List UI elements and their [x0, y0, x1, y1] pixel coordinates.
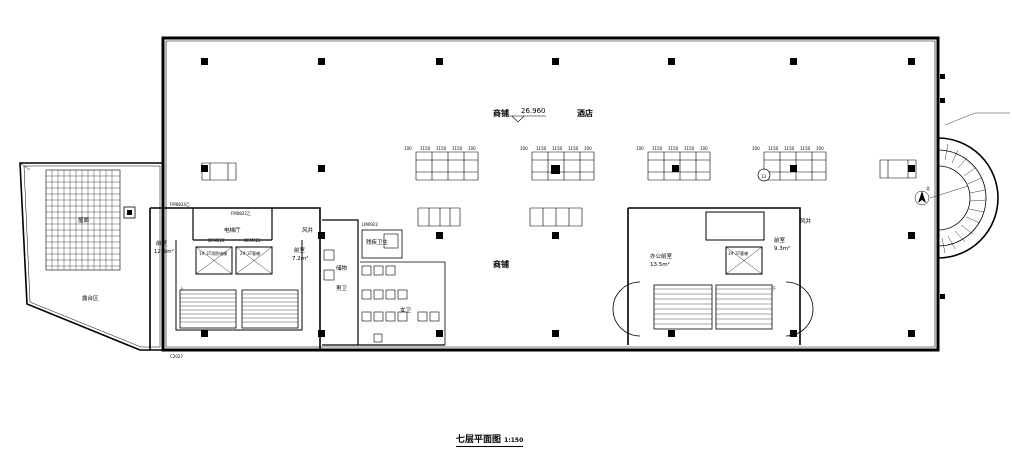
- toilet-fixtures: [323, 233, 440, 343]
- label-fire-room-left-area: 12.5m²: [154, 248, 174, 255]
- label-fire-room-right: 前室: [774, 236, 786, 244]
- drawing-scale: 1:150: [504, 437, 524, 444]
- label-elevator-lobby: 电梯厅: [224, 226, 241, 234]
- label-plenum-right: 风井: [800, 217, 812, 225]
- label-male-wc: 男卫: [336, 285, 348, 292]
- label-shops-north: 商铺: [493, 108, 509, 118]
- label-terrace: 屋面: [78, 217, 90, 224]
- label-fire-room-mid: 前室: [294, 246, 306, 254]
- label-accessible-wc: 残疾卫生: [366, 238, 389, 246]
- svg-text:1150: 1150: [436, 146, 447, 151]
- svg-text:1150: 1150: [568, 146, 579, 151]
- core-walls: [149, 207, 814, 350]
- svg-text:100: 100: [468, 146, 476, 151]
- svg-text:1150: 1150: [420, 146, 431, 151]
- svg-text:100: 100: [520, 146, 528, 151]
- drawing-title-text: 七层平面图: [456, 435, 502, 445]
- tag-door-fmj: FM0822乙: [231, 210, 251, 216]
- tag-door-fm: FM0824乙: [170, 201, 190, 207]
- drawing-title: 七层平面图 1:150: [456, 432, 524, 447]
- svg-text:100: 100: [404, 146, 412, 151]
- label-female-wc: 女卫: [400, 306, 412, 314]
- terrace-small-box: [123, 206, 136, 219]
- label-fire-room-right-area: 9.3m²: [774, 245, 790, 252]
- terrace-grid: [46, 170, 120, 270]
- label-storage: 储物: [336, 264, 348, 272]
- svg-text:1150: 1150: [668, 146, 679, 151]
- north-note: 北: [926, 185, 930, 191]
- label-lm-tag: LM0922: [362, 222, 378, 227]
- tag-room-small-2: DEM322: [244, 238, 261, 243]
- shop-module-row: [201, 151, 917, 227]
- svg-text:1150: 1150: [452, 146, 463, 151]
- svg-text:100: 100: [584, 146, 592, 151]
- svg-text:100: 100: [636, 146, 644, 151]
- north-arrow: [914, 190, 930, 206]
- module-dimension-text: 100 1150 1150 1150 100 100 1150 1150 1150 100 10…: [404, 146, 824, 151]
- svg-text:1150: 1150: [800, 146, 811, 151]
- stair-up-note: 上: [180, 285, 184, 291]
- tag-elevator-1: 1# 3T消防电梯: [199, 250, 227, 256]
- svg-text:1150: 1150: [536, 146, 547, 151]
- tag-window: C2027: [170, 354, 183, 359]
- svg-text:1150: 1150: [552, 146, 563, 151]
- svg-text:1150: 1150: [684, 146, 695, 151]
- structural-columns: [201, 58, 945, 337]
- tag-elevator-2: 2# 3T客梯: [240, 250, 260, 256]
- svg-text:1150: 1150: [784, 146, 795, 151]
- exterior-wall: [161, 36, 940, 352]
- stair-treads: [180, 288, 772, 325]
- label-shops-center: 商铺: [493, 259, 509, 269]
- label-office-right: 办公前室: [650, 252, 673, 260]
- grid-circle-number: 13: [761, 174, 767, 179]
- svg-text:100: 100: [816, 146, 824, 151]
- svg-text:100: 100: [752, 146, 760, 151]
- grid-circle-marker: [757, 168, 771, 182]
- terrace-area: [19, 162, 164, 351]
- tag-room-small: DEM222: [208, 238, 225, 243]
- label-outdoor: 露台区: [82, 294, 99, 302]
- curved-stair: [929, 112, 1010, 259]
- svg-text:1150: 1150: [652, 146, 663, 151]
- label-office-right-area: 13.5m²: [650, 261, 670, 268]
- stair-down-note: 下: [772, 286, 776, 291]
- label-fire-room-left: 前室: [156, 239, 168, 247]
- svg-text:1150: 1150: [768, 146, 779, 151]
- label-plenum-left: 风井: [302, 226, 314, 234]
- label-fire-room-mid-area: 7.2m²: [292, 255, 308, 262]
- label-elevation: 26.960: [521, 107, 546, 115]
- svg-text:100: 100: [700, 146, 708, 151]
- label-hotel: 酒店: [577, 108, 593, 118]
- tag-elevator-3: 3# 3T客梯: [728, 250, 748, 256]
- elevation-marker: [508, 115, 546, 123]
